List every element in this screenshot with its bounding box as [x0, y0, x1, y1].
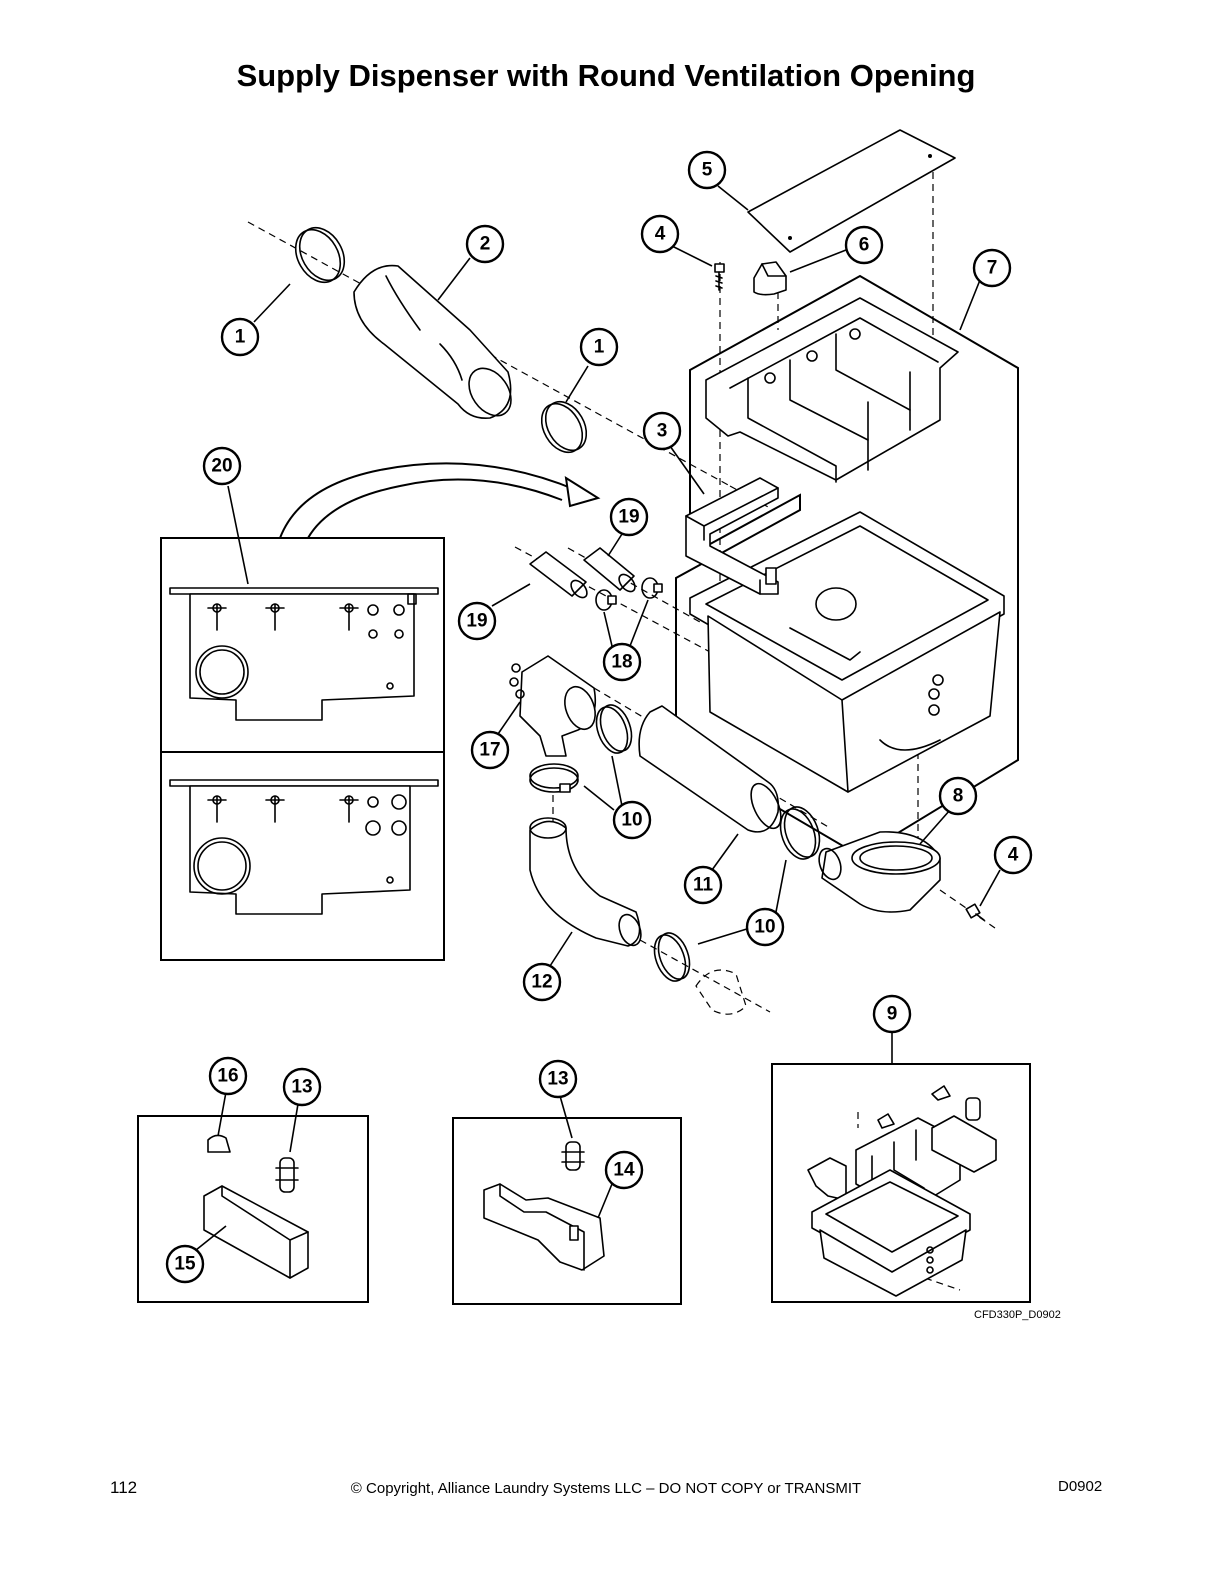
callout-7: 7: [972, 248, 1012, 288]
callout-label: 4: [655, 224, 666, 245]
callout-label: 19: [466, 611, 487, 632]
tee-fitting-part: [509, 655, 597, 757]
callout-12: 12: [522, 962, 562, 1002]
callout-1-b: 1: [579, 327, 619, 367]
clamp-part-10c: [779, 806, 821, 860]
detail-box-14: [452, 1117, 682, 1305]
callout-10-a: 10: [612, 800, 652, 840]
callout-label: 4: [1008, 845, 1019, 866]
small-clamp-part-a: [595, 589, 617, 611]
callout-20: 20: [202, 446, 242, 486]
optional-connector-ghost: [695, 969, 747, 1015]
callout-5: 5: [687, 150, 727, 190]
callout-3: 3: [642, 411, 682, 451]
vent-elbow-part: [818, 831, 941, 913]
drawing-code: CFD330P_D0902: [974, 1309, 1061, 1321]
clamp-part-10b: [529, 763, 579, 793]
callout-13-a: 13: [282, 1067, 322, 1107]
document-code: D0902: [1058, 1478, 1103, 1495]
detail-box-15-16: [137, 1115, 369, 1303]
screw-part-bottom: [965, 903, 985, 921]
cap-part: [753, 261, 787, 296]
callout-label: 9: [887, 1004, 898, 1025]
callout-14: 14: [604, 1150, 644, 1190]
clamp-part-upper: [294, 226, 346, 284]
u-channel-part: [685, 477, 779, 595]
leader-lines: [195, 185, 1001, 1251]
callout-label: 16: [217, 1066, 238, 1087]
callout-19-b: 19: [457, 601, 497, 641]
upper-hose-part: [353, 264, 512, 420]
callout-2: 2: [465, 224, 505, 264]
callout-10-b: 10: [745, 907, 785, 947]
callout-label: 8: [953, 786, 964, 807]
callout-11: 11: [683, 865, 723, 905]
callout-label: 19: [618, 507, 639, 528]
callout-label: 10: [754, 917, 775, 938]
copyright-notice: © Copyright, Alliance Laundry Systems LL…: [350, 1480, 862, 1497]
clamp-part-lower: [540, 400, 588, 454]
callout-18: 18: [602, 642, 642, 682]
callout-label: 11: [693, 875, 714, 896]
callout-label: 7: [987, 258, 998, 279]
callout-6: 6: [844, 225, 884, 265]
callout-label: 15: [174, 1254, 196, 1275]
callout-19-a: 19: [609, 497, 649, 537]
cover-plate-part: [747, 129, 956, 253]
clamp-part-10d: [653, 932, 691, 982]
straight-hose-part: [638, 705, 782, 833]
callout-label: 18: [611, 652, 632, 673]
callout-label: 14: [613, 1160, 635, 1181]
callout-label: 13: [547, 1069, 568, 1090]
callout-label: 6: [859, 235, 870, 256]
callout-label: 1: [594, 337, 605, 358]
callout-label: 1: [235, 327, 246, 348]
callout-1-a: 1: [220, 317, 260, 357]
callout-label: 20: [211, 456, 232, 477]
short-hose-part-b: [583, 547, 636, 593]
short-hose-part-a: [529, 551, 588, 599]
callout-label: 17: [479, 740, 500, 761]
detail-inset-box-20: [160, 462, 601, 961]
callout-16: 16: [208, 1056, 248, 1096]
detail-box-9-assembly: [771, 1063, 1031, 1303]
elbow-hose-part: [529, 817, 642, 947]
screw-part-top: [714, 263, 725, 291]
callout-4-b: 4: [993, 835, 1033, 875]
callout-15: 15: [165, 1244, 205, 1284]
callout-13-b: 13: [538, 1059, 578, 1099]
callout-label: 5: [702, 160, 713, 181]
callout-4-a: 4: [640, 214, 680, 254]
page-number: 112: [110, 1478, 138, 1497]
clamp-part-10a: [595, 704, 633, 754]
small-clamp-part-b: [641, 577, 663, 599]
callout-17: 17: [470, 730, 510, 770]
callout-label: 3: [657, 421, 668, 442]
callout-label: 13: [291, 1077, 312, 1098]
callout-label: 10: [621, 810, 642, 831]
callout-9: 9: [872, 994, 912, 1034]
callout-8: 8: [938, 776, 978, 816]
callout-label: 12: [531, 972, 552, 993]
page-title: Supply Dispenser with Round Ventilation …: [236, 58, 976, 93]
callout-label: 2: [480, 234, 491, 255]
